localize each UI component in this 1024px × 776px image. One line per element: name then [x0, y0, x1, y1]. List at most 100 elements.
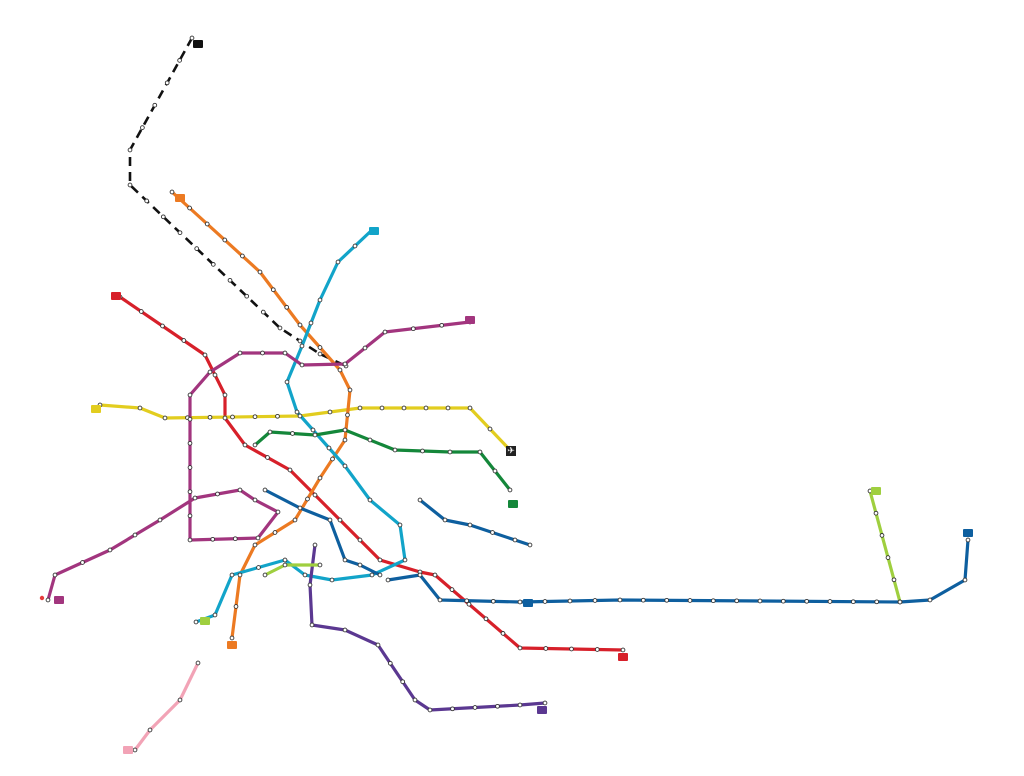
station-marker: [337, 367, 343, 373]
station-marker: [52, 572, 58, 578]
station-marker: [490, 530, 495, 535]
station-marker: [192, 495, 198, 501]
line-lime: [868, 489, 902, 604]
station-marker: [187, 513, 193, 519]
station-marker: [127, 147, 133, 153]
station-marker: [382, 329, 388, 335]
station-marker: [204, 221, 210, 227]
station-marker: [240, 253, 245, 259]
station-marker: [317, 475, 323, 481]
station-marker: [410, 326, 416, 332]
station-marker: [138, 309, 144, 314]
station-marker: [467, 522, 473, 528]
station-marker: [262, 487, 268, 493]
station-marker: [466, 601, 472, 607]
station-marker: [490, 598, 496, 604]
station-marker: [299, 343, 305, 349]
station-marker: [284, 304, 290, 310]
station-marker: [262, 572, 268, 578]
station-marker: [305, 496, 310, 502]
line-badge-red: [618, 653, 628, 661]
station-marker: [317, 351, 323, 357]
line-badge-red: [111, 292, 121, 300]
station-marker: [317, 345, 323, 350]
station-marker: [757, 598, 763, 604]
station-marker: [242, 442, 248, 448]
station-marker: [309, 622, 315, 628]
station-marker: [260, 350, 265, 356]
station-marker: [229, 572, 235, 578]
station-marker: [189, 35, 195, 41]
station-marker: [310, 427, 316, 433]
station-marker: [282, 562, 288, 568]
station-marker: [244, 293, 250, 299]
station-marker: [432, 572, 438, 578]
line-badge-dashed: [193, 40, 203, 48]
station-marker: [252, 542, 258, 548]
station-marker: [299, 362, 305, 368]
station-marker: [400, 679, 406, 685]
station-marker: [543, 646, 549, 651]
station-marker: [357, 562, 363, 568]
station-marker: [687, 598, 693, 603]
station-marker: [312, 492, 318, 498]
station-marker: [427, 707, 433, 713]
station-marker: [202, 352, 208, 358]
line-badge-navy: [963, 529, 973, 537]
station-marker: [874, 599, 880, 605]
station-marker: [592, 598, 598, 603]
station-marker: [412, 697, 418, 703]
station-marker: [252, 497, 258, 503]
station-marker: [420, 448, 425, 454]
station-marker: [367, 437, 373, 443]
line-yellow: [98, 403, 512, 452]
station-marker: [255, 535, 261, 541]
station-marker: [137, 405, 143, 411]
station-marker: [252, 414, 258, 420]
station-marker: [275, 509, 281, 515]
line-navy2: [263, 488, 382, 577]
station-marker: [207, 414, 213, 420]
station-marker: [132, 747, 138, 753]
station-marker: [194, 246, 200, 251]
station-marker: [222, 392, 228, 398]
station-marker: [640, 597, 646, 603]
station-marker: [327, 409, 333, 415]
station-marker: [965, 537, 971, 543]
line-pink: [133, 661, 200, 752]
station-marker: [487, 426, 493, 432]
line-badge-navy: [523, 599, 533, 607]
station-marker: [342, 437, 348, 443]
station-marker: [517, 599, 523, 605]
station-marker: [445, 405, 451, 411]
station-marker: [270, 287, 276, 293]
line-red: [118, 295, 625, 652]
station-marker: [187, 416, 193, 422]
line-purple: [308, 543, 547, 712]
station-marker: [464, 598, 470, 604]
station-marker: [80, 560, 85, 565]
station-marker: [252, 442, 258, 448]
station-marker: [265, 455, 270, 460]
station-marker: [237, 350, 243, 356]
station-marker: [512, 537, 518, 543]
station-marker: [297, 338, 303, 344]
station-marker: [392, 447, 398, 453]
station-marker: [342, 557, 348, 563]
station-marker: [401, 405, 407, 411]
station-marker: [387, 660, 393, 666]
station-marker: [417, 572, 423, 578]
station-marker: [377, 572, 383, 578]
line-badge-orange: [175, 194, 185, 202]
station-marker: [804, 598, 810, 604]
station-marker: [107, 547, 113, 553]
station-marker: [780, 598, 786, 604]
station-marker: [290, 431, 295, 436]
station-marker: [620, 647, 626, 653]
line-badge-green: [508, 500, 518, 508]
station-marker: [437, 597, 443, 603]
station-marker: [229, 635, 235, 641]
station-marker: [233, 604, 239, 609]
station-marker: [207, 369, 213, 375]
